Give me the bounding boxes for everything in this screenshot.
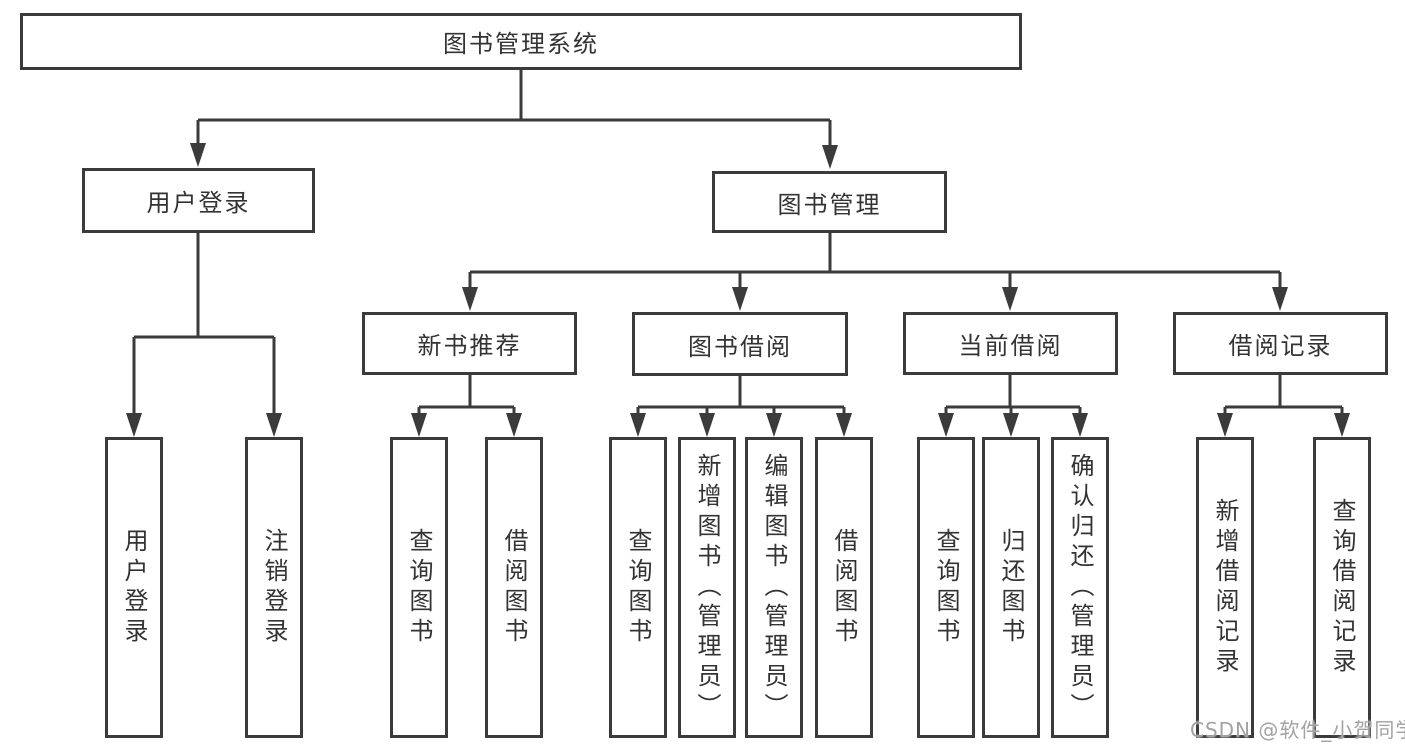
leaf-query-books-borrow-label: 查询图书 — [624, 527, 652, 648]
node-book-management-label: 图书管理 — [777, 190, 882, 219]
node-current-borrow: 当前借阅 — [903, 312, 1118, 375]
leaf-edit-books-admin-label: 编辑图书（管理员） — [760, 452, 788, 723]
node-book-borrow-label: 图书借阅 — [688, 332, 792, 361]
node-borrow-records-label: 借阅记录 — [1228, 332, 1333, 360]
leaf-query-books-recommend-label: 查询图书 — [405, 527, 433, 648]
leaf-return-books-label: 归还图书 — [997, 527, 1025, 648]
node-borrow-records: 借阅记录 — [1173, 312, 1388, 375]
leaf-user-login: 用户登录 — [105, 437, 163, 738]
node-new-book-recommend-label: 新书推荐 — [417, 332, 522, 360]
leaf-borrow-books-borrow-label: 借阅图书 — [830, 527, 858, 648]
node-current-borrow-label: 当前借阅 — [958, 332, 1063, 360]
leaf-query-books-recommend: 查询图书 — [390, 437, 448, 738]
node-book-management: 图书管理 — [712, 171, 947, 233]
leaf-add-books-admin: 新增图书（管理员） — [678, 437, 736, 738]
node-user-login-label: 用户登录 — [146, 189, 251, 217]
leaf-borrow-books-recommend: 借阅图书 — [485, 437, 543, 738]
leaf-logout-label: 注销登录 — [260, 527, 288, 648]
node-book-borrow: 图书借阅 — [632, 312, 848, 376]
node-new-book-recommend: 新书推荐 — [362, 312, 577, 375]
node-root: 图书管理系统 — [20, 13, 1022, 70]
node-user-login: 用户登录 — [82, 168, 315, 233]
leaf-confirm-return-admin: 确认归还（管理员） — [1051, 437, 1109, 738]
arrowheads — [126, 143, 1350, 437]
leaf-query-borrow-record: 查询借阅记录 — [1313, 437, 1371, 738]
watermark: CSDN @软件_小贺同学 — [1190, 718, 1405, 742]
node-root-label: 图书管理系统 — [443, 30, 599, 58]
leaf-borrow-books-recommend-label: 借阅图书 — [500, 527, 528, 648]
leaf-logout: 注销登录 — [245, 437, 303, 738]
leaf-user-login-label: 用户登录 — [120, 527, 148, 648]
leaf-add-books-admin-label: 新增图书（管理员） — [693, 452, 721, 723]
leaf-confirm-return-admin-label: 确认归还（管理员） — [1066, 452, 1094, 723]
leaf-query-borrow-record-label: 查询借阅记录 — [1328, 497, 1356, 678]
leaf-borrow-books-borrow: 借阅图书 — [815, 437, 873, 738]
leaf-add-borrow-record: 新增借阅记录 — [1196, 437, 1254, 738]
leaf-return-books: 归还图书 — [982, 437, 1040, 738]
leaf-query-books-current-label: 查询图书 — [932, 527, 960, 648]
leaf-edit-books-admin: 编辑图书（管理员） — [745, 437, 803, 738]
leaf-add-borrow-record-label: 新增借阅记录 — [1211, 497, 1239, 678]
leaf-query-books-borrow: 查询图书 — [609, 437, 667, 738]
connector-path — [132, 68, 1344, 414]
leaf-query-books-current: 查询图书 — [917, 437, 975, 738]
